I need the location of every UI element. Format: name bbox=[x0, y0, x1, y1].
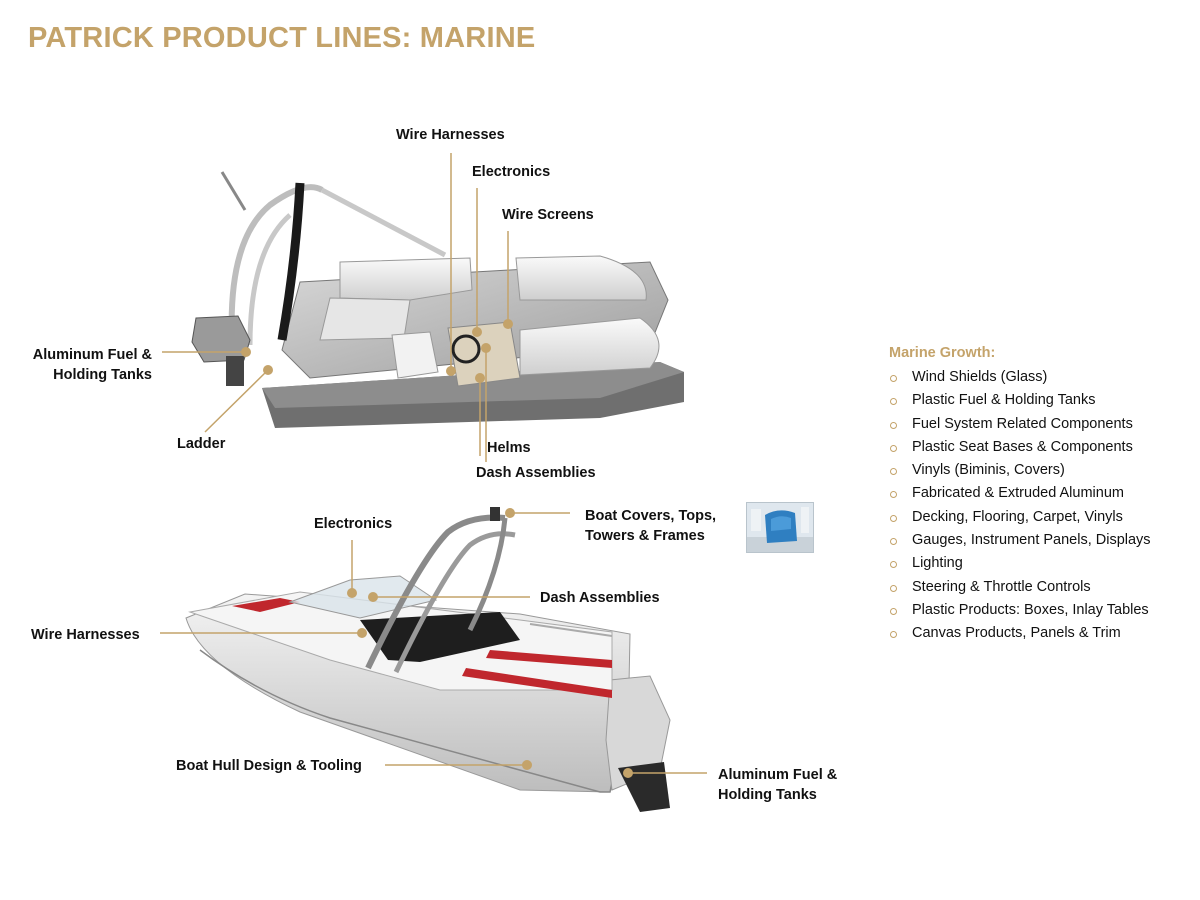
circle-bullet-icon bbox=[890, 514, 897, 522]
boat-cover-thumbnail bbox=[746, 502, 814, 553]
speedboat-label-electronics: Electronics bbox=[314, 516, 393, 532]
marine-growth-panel: Marine Growth: Wind Shields (Glass) Plas… bbox=[889, 343, 1189, 646]
list-item: Lighting bbox=[889, 552, 1189, 575]
circle-bullet-icon bbox=[890, 468, 897, 476]
list-item-text: Plastic Products: Boxes, Inlay Tables bbox=[912, 601, 1149, 618]
speedboat-illustration bbox=[185, 507, 671, 812]
speedboat-label-hull-design: Boat Hull Design & Tooling bbox=[176, 758, 362, 774]
list-item-text: Plastic Fuel & Holding Tanks bbox=[912, 392, 1096, 409]
list-item-text: Wind Shields (Glass) bbox=[912, 369, 1048, 385]
list-item-text: Plastic Seat Bases & Components bbox=[912, 438, 1133, 455]
list-item: Plastic Seat Bases & Components bbox=[889, 436, 1189, 459]
pontoon-leader-lines bbox=[162, 153, 513, 462]
pontoon-label-fuel-line2: Holding Tanks bbox=[53, 367, 152, 383]
pontoon-label-wire-screens: Wire Screens bbox=[502, 207, 594, 223]
circle-bullet-icon bbox=[890, 421, 897, 429]
circle-bullet-icon bbox=[890, 607, 897, 615]
list-item: Wind Shields (Glass) bbox=[889, 366, 1189, 389]
pontoon-label-fuel-tanks: Aluminum Fuel & Holding Tanks bbox=[20, 345, 152, 385]
list-item-text: Steering & Throttle Controls bbox=[912, 578, 1091, 595]
list-item-text: Vinyls (Biminis, Covers) bbox=[912, 462, 1065, 479]
speedboat-label-fuel-tanks: Aluminum Fuel & Holding Tanks bbox=[718, 765, 837, 805]
circle-bullet-icon bbox=[890, 584, 897, 592]
speedboat-label-fuel-line2: Holding Tanks bbox=[718, 787, 817, 803]
marine-growth-list: Wind Shields (Glass) Plastic Fuel & Hold… bbox=[889, 366, 1189, 646]
list-item: Decking, Flooring, Carpet, Vinyls bbox=[889, 506, 1189, 529]
list-item: Vinyls (Biminis, Covers) bbox=[889, 459, 1189, 482]
list-item-text: Gauges, Instrument Panels, Displays bbox=[912, 532, 1151, 549]
page-title: PATRICK PRODUCT LINES: MARINE bbox=[28, 22, 536, 54]
pontoon-label-fuel-line1: Aluminum Fuel & bbox=[32, 347, 152, 363]
circle-bullet-icon bbox=[890, 444, 897, 452]
pontoon-label-dash-assemblies: Dash Assemblies bbox=[476, 465, 596, 481]
circle-bullet-icon bbox=[890, 398, 897, 406]
list-item-text: Lighting bbox=[912, 555, 963, 572]
list-item: Steering & Throttle Controls bbox=[889, 576, 1189, 599]
speedboat-label-covers-line1: Boat Covers, Tops, bbox=[585, 508, 717, 524]
list-item: Gauges, Instrument Panels, Displays bbox=[889, 529, 1189, 552]
speedboat-label-covers-line2: Towers & Frames bbox=[585, 528, 705, 544]
list-item: Plastic Fuel & Holding Tanks bbox=[889, 389, 1189, 412]
list-item-text: Fuel System Related Components bbox=[912, 415, 1133, 432]
circle-bullet-icon bbox=[890, 538, 897, 546]
speedboat-leader-lines bbox=[160, 508, 707, 778]
circle-bullet-icon bbox=[890, 561, 897, 569]
speedboat-label-wire-harnesses: Wire Harnesses bbox=[31, 627, 140, 643]
speedboat-label-covers: Boat Covers, Tops, Towers & Frames bbox=[585, 506, 716, 546]
pontoon-label-helms: Helms bbox=[487, 440, 531, 456]
list-item: Fuel System Related Components bbox=[889, 413, 1189, 436]
speedboat-label-fuel-line1: Aluminum Fuel & bbox=[718, 767, 838, 783]
pontoon-label-electronics: Electronics bbox=[472, 164, 551, 180]
circle-bullet-icon bbox=[890, 631, 897, 639]
list-item: Canvas Products, Panels & Trim bbox=[889, 622, 1189, 645]
list-item-text: Canvas Products, Panels & Trim bbox=[912, 625, 1121, 642]
list-item: Fabricated & Extruded Aluminum bbox=[889, 482, 1189, 505]
list-item-text: Fabricated & Extruded Aluminum bbox=[912, 485, 1124, 502]
list-item: Plastic Products: Boxes, Inlay Tables bbox=[889, 599, 1189, 622]
speedboat-label-dash-assemblies: Dash Assemblies bbox=[540, 590, 660, 606]
pontoon-label-ladder: Ladder bbox=[177, 436, 226, 452]
list-item-text: Decking, Flooring, Carpet, Vinyls bbox=[912, 508, 1123, 525]
pontoon-label-wire-harnesses: Wire Harnesses bbox=[396, 127, 505, 143]
pontoon-boat-illustration bbox=[191, 171, 684, 428]
marine-growth-title: Marine Growth: bbox=[889, 345, 996, 361]
circle-bullet-icon bbox=[890, 491, 897, 499]
circle-bullet-icon bbox=[890, 375, 897, 382]
